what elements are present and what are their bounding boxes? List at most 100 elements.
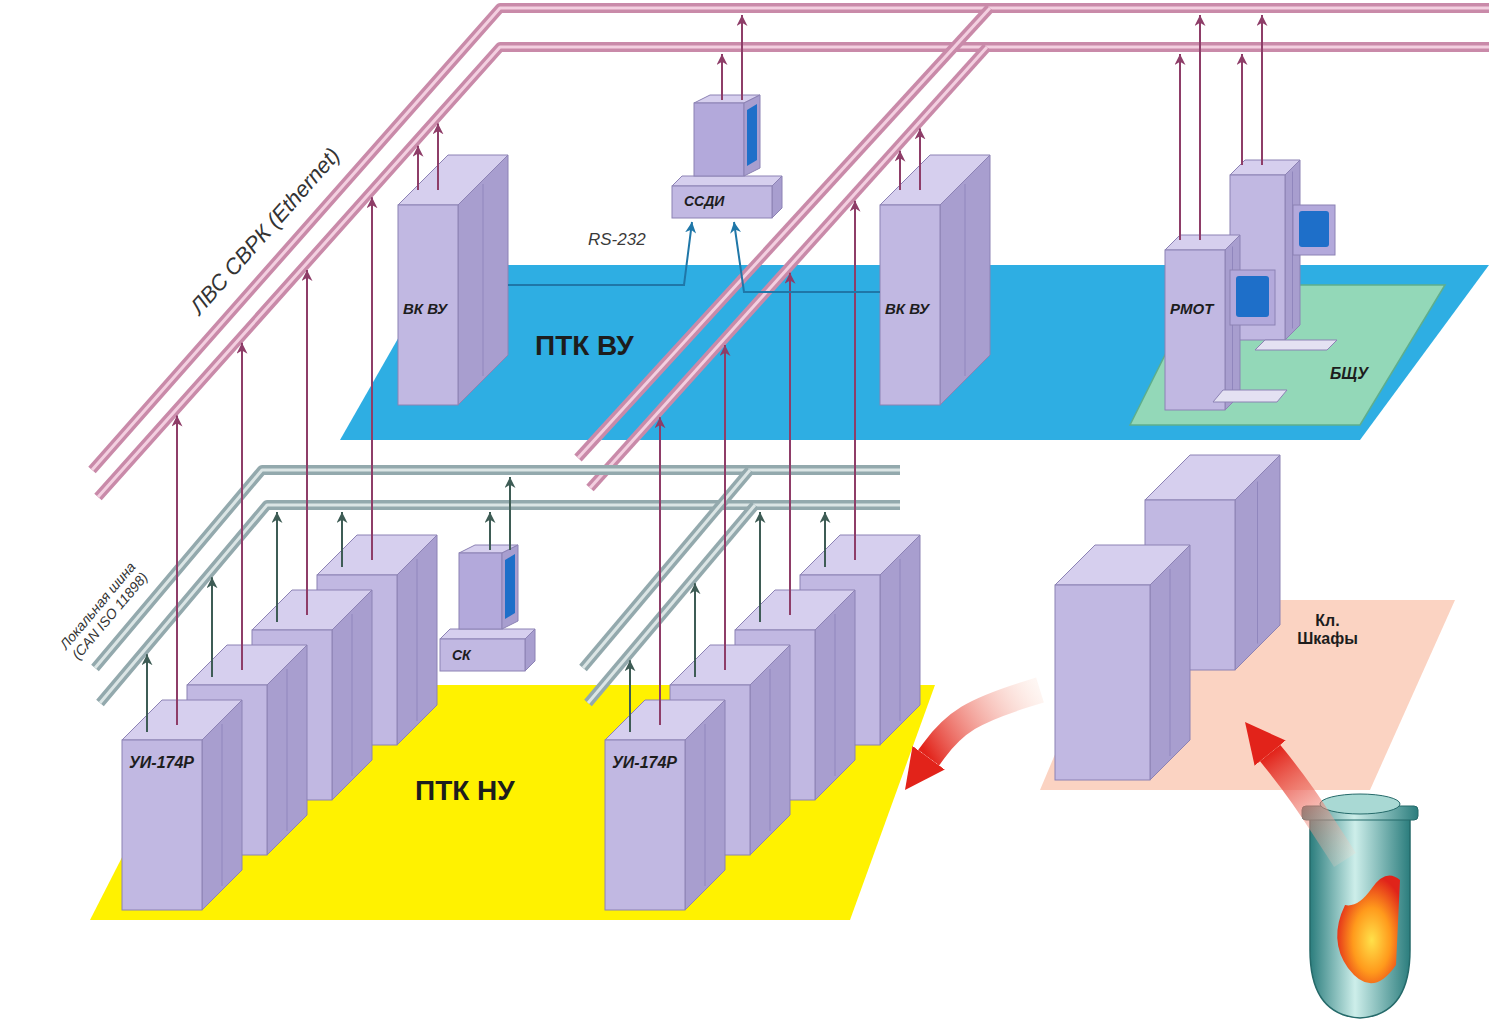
base-top — [672, 176, 782, 186]
base-top — [440, 629, 535, 639]
cabinet: ВК ВУ — [880, 155, 990, 405]
cabinet-front — [398, 205, 458, 405]
heat-arrow — [1270, 753, 1345, 860]
link-arrow — [1261, 15, 1263, 165]
workstation: ССДИ — [672, 95, 792, 222]
keyboard — [1213, 390, 1287, 402]
monitor-front — [459, 553, 502, 629]
bus-line-core — [583, 470, 750, 668]
shape-group — [90, 535, 935, 920]
cabinet: УИ-174Р — [122, 700, 242, 910]
monitor-side — [744, 95, 760, 176]
label-holder: ЛВС СВРК (Ethernet) — [185, 143, 345, 320]
bus-line-core — [588, 505, 755, 703]
bus-line — [100, 505, 900, 703]
node-shape — [398, 155, 508, 405]
cabinet-side — [685, 700, 725, 910]
cabinet-seam — [352, 614, 353, 776]
cabinet-side — [880, 535, 920, 745]
text-holder: УИ-174Р — [129, 754, 194, 772]
cabinet-front — [605, 740, 685, 910]
text-holder: СК — [452, 646, 471, 664]
cabinet-body — [398, 155, 508, 405]
label-holder: Локальная шина (CAN ISO 11898) — [51, 553, 157, 670]
bus-line — [590, 47, 987, 488]
shape-group — [605, 700, 725, 910]
text-holder: ССДИ — [684, 192, 724, 210]
bus-line-core — [95, 470, 900, 668]
shape-group — [880, 155, 990, 405]
shape-group — [122, 700, 242, 910]
base-side — [525, 629, 535, 671]
link-arrow — [276, 512, 278, 622]
cabinet: УИ-174Р — [605, 700, 725, 910]
text-holder: ВК ВУ — [885, 300, 929, 318]
bus-line — [588, 505, 755, 703]
link-arrow — [1199, 15, 1201, 240]
link-arrow — [629, 660, 631, 732]
platform: УИ-174РУИ-174РСКПТК НУ — [90, 685, 935, 920]
unit-label: ВК ВУ — [403, 300, 447, 317]
cabinet-seam — [1257, 482, 1258, 644]
link-arrow — [854, 201, 856, 560]
link-arrow — [824, 512, 826, 567]
cabinet-seam — [705, 724, 706, 886]
cabinet-seam — [1170, 569, 1171, 756]
cabinet-front — [122, 740, 202, 910]
shape-group — [1040, 455, 1455, 790]
link-arrow — [919, 128, 921, 190]
bus-line — [583, 470, 750, 668]
text-holder: Кл. Шкафы — [1290, 612, 1365, 649]
link-arrow — [417, 146, 419, 190]
link-arrow — [241, 343, 243, 670]
base-front — [440, 639, 525, 671]
unit-label: РМОТ — [1170, 300, 1213, 317]
cabinet-front — [1055, 585, 1150, 780]
base-front — [672, 186, 772, 218]
cabinet-seam — [287, 669, 288, 831]
node-shape — [1040, 600, 1455, 790]
bus-line-core — [578, 8, 990, 458]
bus-line-core — [100, 505, 900, 703]
cabinet-front — [880, 205, 940, 405]
node-shape — [605, 700, 725, 910]
cabinet-side — [1150, 545, 1190, 780]
text-holder: БЩУ — [1330, 365, 1368, 383]
text-holder: ВК ВУ — [403, 300, 447, 318]
bus-line-core — [98, 47, 1489, 497]
cabinet-side — [940, 155, 990, 405]
unit-label: ВК ВУ — [885, 300, 929, 317]
cabinet-seam — [222, 724, 223, 886]
link-arrow — [694, 583, 696, 677]
vessel-lid — [1320, 794, 1400, 814]
shape-group — [398, 155, 508, 405]
unit-label: СК — [452, 647, 471, 663]
bus-line-core — [590, 47, 987, 488]
bus-line — [578, 8, 990, 458]
cabinet-side — [750, 645, 790, 855]
screen — [1236, 276, 1269, 317]
link-arrow — [659, 417, 661, 725]
platform: ВК ВУ ВК ВУ РМОТ БЩУ ПТК ВУ — [340, 265, 1489, 440]
cabinet-side — [267, 645, 307, 855]
link-arrow — [211, 577, 213, 677]
link-arrow — [1241, 54, 1243, 165]
cabinet-body — [122, 700, 242, 910]
area-title: ПТК ВУ — [535, 330, 634, 362]
unit-label: ССДИ — [684, 193, 724, 209]
cabinet-seam — [417, 559, 418, 721]
cabinet-side — [1235, 455, 1280, 670]
shape-group — [1165, 160, 1337, 410]
cabinet-body — [1165, 235, 1240, 410]
shape-group — [672, 95, 782, 218]
cabinet-side — [815, 590, 855, 800]
cabinet-front — [1165, 250, 1225, 410]
screen — [747, 104, 757, 166]
link-arrow — [306, 270, 308, 615]
cabinet-body — [1055, 545, 1190, 780]
area-title: БЩУ — [1330, 365, 1368, 383]
text-holder: РМОТ — [1170, 300, 1213, 318]
monitor-front — [1293, 205, 1335, 255]
